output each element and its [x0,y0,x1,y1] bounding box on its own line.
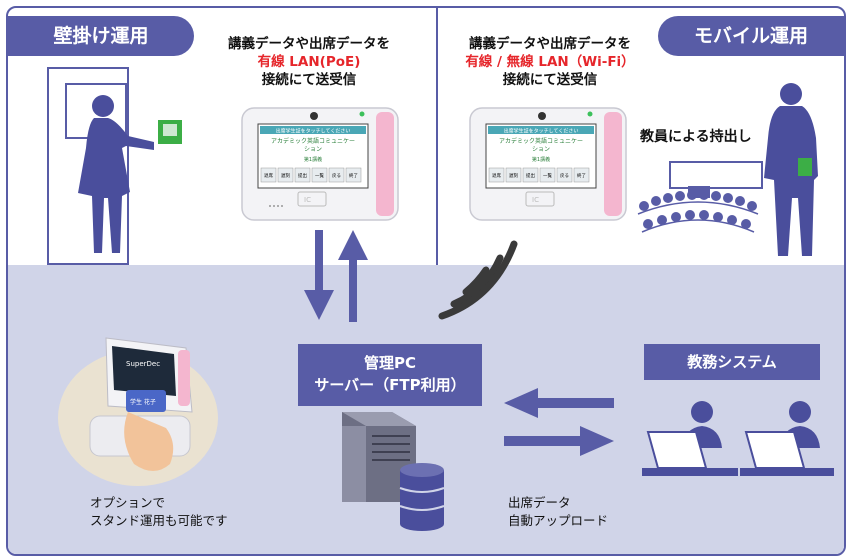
horizontal-arrows [504,388,614,456]
wall-card-reader [158,120,182,144]
svg-text:提出: 提出 [298,172,307,179]
mobile-tab: モバイル運用 [658,16,844,56]
mobile-caption-line3: 接続にて送受信 [502,72,598,88]
svg-text:終了: 終了 [577,172,586,179]
upload-note-line2: 自動アップロード [508,513,609,528]
screen-line3: ション [304,146,322,153]
stand-brand: SuperDec [126,360,160,368]
svg-text:IC: IC [304,196,311,204]
server-icon [342,412,416,502]
stand-card-text: 学生 花子 [130,398,156,406]
svg-text:出席学生証をタッチしてください: 出席学生証をタッチしてください [504,128,579,135]
academic-system-box: 教務システム [644,344,820,380]
mobile-caption-line2: 有線 / 無線 LAN（Wi-Fi） [465,54,635,70]
svg-text:第1講義: 第1講義 [532,156,550,163]
screen-line1: 出席学生証をタッチしてください [276,128,351,135]
wall-mount-tab: 壁掛け運用 [8,16,194,56]
svg-text:一覧: 一覧 [315,172,324,179]
svg-text:IC: IC [532,196,539,204]
section-divider [436,8,438,265]
stand-note-line2: スタンド運用も可能です [90,513,228,528]
auto-upload-note: 出席データ 自動アップロード [508,494,608,530]
svg-text:退席: 退席 [492,172,501,179]
svg-text:遅刻: 遅刻 [509,172,518,179]
mobile-caption: 講義データや出席データを 有線 / 無線 LAN（Wi-Fi） 接続にて送受信 [436,35,664,89]
wall-caption-line2: 有線 LAN(PoE) [257,54,361,70]
wall-caption-line3: 接続にて送受信 [261,72,357,88]
svg-text:戻る: 戻る [560,172,569,179]
wireless-signal-icon [438,240,518,320]
management-server-box: 管理PC サーバー（FTP利用） [298,344,482,406]
svg-text:戻る: 戻る [332,172,341,179]
stand-option-note: オプションで スタンド運用も可能です [90,494,228,530]
classroom-icon [637,161,763,233]
svg-text:提出: 提出 [526,172,535,179]
database-icon [399,463,445,531]
teacher-silhouette [764,83,818,256]
server-box-line1: 管理PC [363,354,416,372]
stand-device-photo: SuperDec 学生 花子 [58,337,218,486]
staff-icon-1 [642,401,738,476]
svg-text:遅刻: 遅刻 [281,172,290,179]
svg-text:アカデミック英語コミュニケー: アカデミック英語コミュニケー [499,137,583,145]
card-reader-device-mobile: 出席学生証をタッチしてください アカデミック英語コミュニケー ション 第1講義 … [469,107,627,221]
stand-note-line1: オプションで [90,495,166,510]
woman-silhouette [78,95,154,253]
wall-caption: 講義データや出席データを 有線 LAN(PoE) 接続にて送受信 [204,35,414,89]
staff-icon-2 [740,401,834,476]
svg-text:ション: ション [532,146,550,153]
screen-line4: 第1講義 [304,156,322,163]
upload-note-line1: 出席データ [508,495,571,510]
screen-buttons: 退席 遅刻 提出 一覧 戻る 終了 [260,167,362,183]
up-down-arrows [304,230,368,322]
svg-text:一覧: 一覧 [543,172,552,179]
card-reader-device-wall: 出席学生証をタッチしてください アカデミック英語コミュニケー ション 第1講義 … [241,107,399,221]
mobile-caption-line1: 講義データや出席データを [469,36,631,52]
screen-line2: アカデミック英語コミュニケー [271,137,355,145]
teacher-carry-label: 教員による持出し [640,129,752,145]
server-box-line2: サーバー（FTP利用） [314,376,466,394]
diagram-frame: 壁掛け運用 モバイル運用 講義データや出席データを 有線 LAN(PoE) 接続… [6,6,846,556]
wall-caption-line1: 講義データや出席データを [228,36,390,52]
svg-text:退席: 退席 [264,172,273,179]
illustration-layer: SuperDec 学生 花子 [47,67,834,531]
svg-text:終了: 終了 [349,172,358,179]
